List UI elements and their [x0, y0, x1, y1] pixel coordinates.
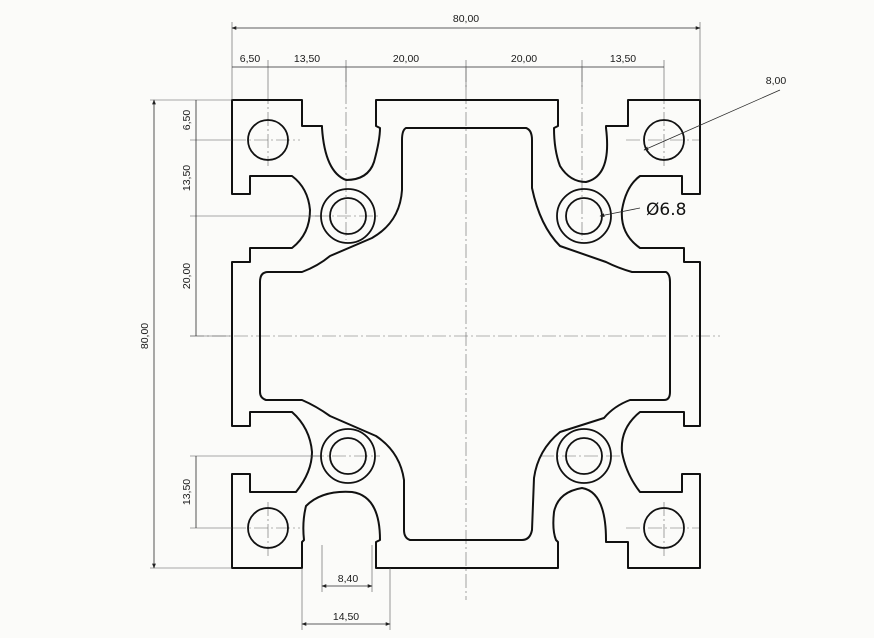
hole-bottom-left [247, 507, 289, 549]
dim-slot-width: 14,50 [333, 611, 359, 623]
bottom-dimensions: 8,40 14,50 [301, 545, 391, 630]
dim-top-3: 20,00 [393, 53, 419, 65]
bore-holes [320, 188, 612, 484]
dim-left-2: 13,50 [181, 165, 193, 191]
center-lines [190, 68, 720, 600]
dim-slot-opening: 8,40 [338, 573, 359, 585]
dim-left-1: 6,50 [181, 110, 193, 131]
profile-outline [231, 99, 701, 569]
dim-overall-width: 80,00 [453, 13, 479, 25]
hole-top-right [643, 119, 685, 161]
dim-left-3: 20,00 [181, 263, 193, 289]
dim-hole-diameter: 8,00 [766, 75, 787, 87]
dim-top-2: 13,50 [294, 53, 320, 65]
hole-bottom-right [643, 507, 685, 549]
dim-left-bottom: 13,50 [181, 479, 193, 505]
dim-top-4: 20,00 [511, 53, 537, 65]
dim-top-1: 6,50 [240, 53, 261, 65]
hole-top-left [247, 119, 289, 161]
dim-center-bore: Ø6.8 [646, 200, 686, 220]
bore-callout: Ø6.8 [599, 200, 686, 220]
corner-holes [247, 119, 685, 549]
dim-overall-height: 80,00 [139, 323, 151, 349]
left-dimensions: 80,00 6,50 13,50 20,00 13,50 [139, 99, 320, 569]
top-dimensions: 80,00 6,50 13,50 20,00 20,00 13,50 [231, 13, 701, 100]
dim-top-5: 13,50 [610, 53, 636, 65]
hole-diameter-callout: 8,00 [643, 75, 787, 151]
